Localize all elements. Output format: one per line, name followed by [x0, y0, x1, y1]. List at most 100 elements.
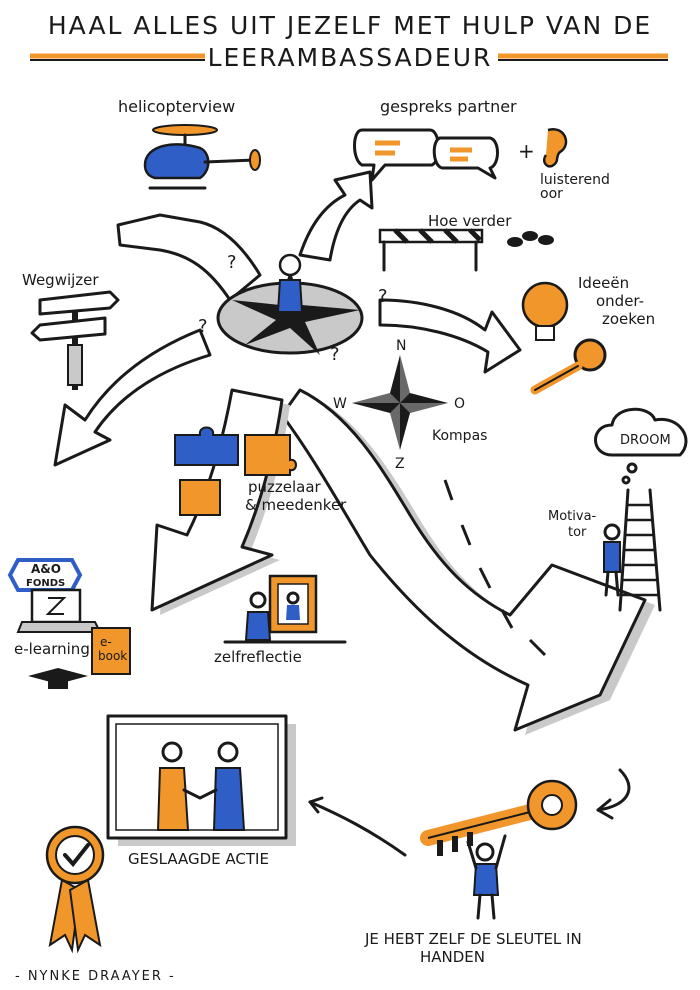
- mirror-reflection-head: [286, 591, 300, 605]
- arrow-arm-top-right: [298, 170, 374, 262]
- footprint-1: [507, 237, 523, 247]
- magnifier-handle-ink: [534, 365, 579, 391]
- plus-sign: +: [518, 139, 535, 163]
- success-group: GESLAAGDE ACTIE: [106, 714, 296, 868]
- title-block: HAAL ALLES UIT JEZELF MET HULP VAN DE LE…: [30, 11, 668, 72]
- compass-o: O: [454, 396, 465, 412]
- key-shaft-ink: [427, 811, 531, 839]
- dream-cloud: [594, 407, 688, 457]
- question-mark-1: ?: [227, 252, 237, 273]
- motivator-label-2: tor: [568, 525, 587, 540]
- arrow-network: [53, 170, 655, 735]
- mirror-reflection-body: [286, 605, 300, 620]
- lightbulb-base: [535, 325, 555, 341]
- reflection-label: zelfreflectie: [214, 648, 302, 666]
- fund-label-2: FONDS: [26, 578, 65, 589]
- success-person-left-body: [156, 767, 190, 831]
- arrow-arm-right: [378, 298, 522, 374]
- reflection-person-body: [244, 611, 272, 641]
- success-person-right-head: [217, 741, 239, 763]
- connector-arrows: [308, 768, 631, 857]
- helicopter-label: helicopterview: [118, 97, 235, 116]
- ebook-label-1: e-: [100, 635, 112, 649]
- next-steps-group: Hoe verder: [378, 212, 554, 272]
- signpost-label: Wegwijzer: [22, 271, 99, 289]
- ebook-icon: [91, 627, 131, 675]
- hub-person-head: [278, 253, 302, 277]
- puzzle-group: puzzelaar & meedenker: [174, 426, 347, 516]
- motivator-head: [603, 523, 621, 541]
- puzzle-label-2: & meedenker: [245, 496, 347, 514]
- title-line-1: HAAL ALLES UIT JEZELF MET HULP VAN DE: [48, 11, 652, 40]
- motivator-label-1: Motiva-: [548, 509, 597, 524]
- compass-star-icon: [352, 355, 448, 450]
- ideas-label-3: zoeken: [602, 310, 655, 328]
- arrow-to-success-head: [308, 796, 324, 814]
- question-mark-4: ?: [330, 344, 340, 365]
- key-person-leg-right: [490, 893, 496, 920]
- arrow-arm-top-left: [116, 213, 262, 302]
- lightbulb-icon: [521, 281, 569, 329]
- key-label-2: HANDEN: [420, 948, 485, 966]
- compass-group: N W O Z Kompas: [333, 338, 487, 472]
- motivator-leg-1: [604, 570, 610, 597]
- puzzle-label-1: puzzelaar: [248, 478, 322, 496]
- rosette-inner: [55, 835, 95, 875]
- compass-n: N: [396, 338, 406, 354]
- signpost-base: [67, 344, 83, 386]
- dream-label: DROOM: [620, 433, 671, 448]
- question-mark-2: ?: [198, 316, 208, 337]
- signpost-group: Wegwijzer: [22, 271, 120, 390]
- dream-bubble-1: [626, 462, 638, 474]
- dream-bubble-2: [621, 475, 631, 485]
- compass-z: Z: [395, 456, 405, 472]
- success-frame-inner: [115, 723, 279, 831]
- elearning-group: A&O FONDS e-learning e- book: [7, 558, 131, 689]
- partner-label: gespreks partner: [380, 97, 517, 116]
- key-person-head: [475, 842, 495, 862]
- hub-person-body: [276, 279, 304, 313]
- key-person-body: [472, 863, 500, 896]
- ideas-label-1: Ideeën: [578, 274, 629, 292]
- compass-label: Kompas: [432, 428, 487, 444]
- graduation-cap-icon: [28, 668, 88, 684]
- ear-label-1: luisterend: [540, 172, 610, 188]
- motivator-leg-2: [614, 570, 620, 597]
- helicopter-body: [143, 143, 210, 180]
- laptop-keyboard: [16, 621, 102, 633]
- next-label: Hoe verder: [428, 212, 512, 230]
- key-person-arm-right: [494, 834, 507, 870]
- dream-group: DROOM Motiva- tor: [548, 407, 688, 612]
- signpost-board-2: [30, 316, 107, 342]
- laptop-screen-logo: [45, 597, 67, 615]
- key-person-leg-left: [476, 893, 482, 920]
- compass-star-highlight: [352, 355, 448, 450]
- signpost-board-1: [38, 290, 120, 316]
- title-line-2: LEERAMBASSADEUR: [208, 43, 493, 72]
- footprint-3: [538, 235, 554, 245]
- puzzle-piece-orange: [244, 434, 297, 476]
- ladder-rungs: [621, 503, 659, 597]
- puzzle-piece-small: [179, 479, 221, 516]
- key-group: JE HEBT ZELF DE SLEUTEL IN HANDEN: [364, 779, 582, 966]
- key-person-arm-left: [466, 840, 478, 870]
- key-hole: [541, 794, 563, 816]
- success-label: GESLAAGDE ACTIE: [128, 850, 269, 868]
- check-icon: [63, 843, 90, 868]
- barrier-stripes: [393, 228, 482, 244]
- question-mark-3: ?: [378, 286, 388, 307]
- author-credit: - NYNKE DRAAYER -: [15, 969, 176, 984]
- elearning-label: e-learning: [14, 640, 90, 658]
- arrow-to-key-head: [596, 798, 614, 820]
- motivator-body: [603, 541, 621, 573]
- rosette-ribbon-right: [68, 878, 102, 954]
- magnifier-icon: [573, 338, 607, 372]
- reflection-person-head: [249, 591, 267, 609]
- conversation-group: gespreks partner + luisterend oor: [353, 97, 610, 202]
- footprint-2: [522, 231, 538, 241]
- helicopter-group: helicopterview: [118, 97, 261, 190]
- ideas-label-2: onder-: [596, 292, 644, 310]
- ideas-group: Ideeën onder- zoeken: [521, 274, 655, 395]
- ebook-label-2: book: [98, 649, 127, 663]
